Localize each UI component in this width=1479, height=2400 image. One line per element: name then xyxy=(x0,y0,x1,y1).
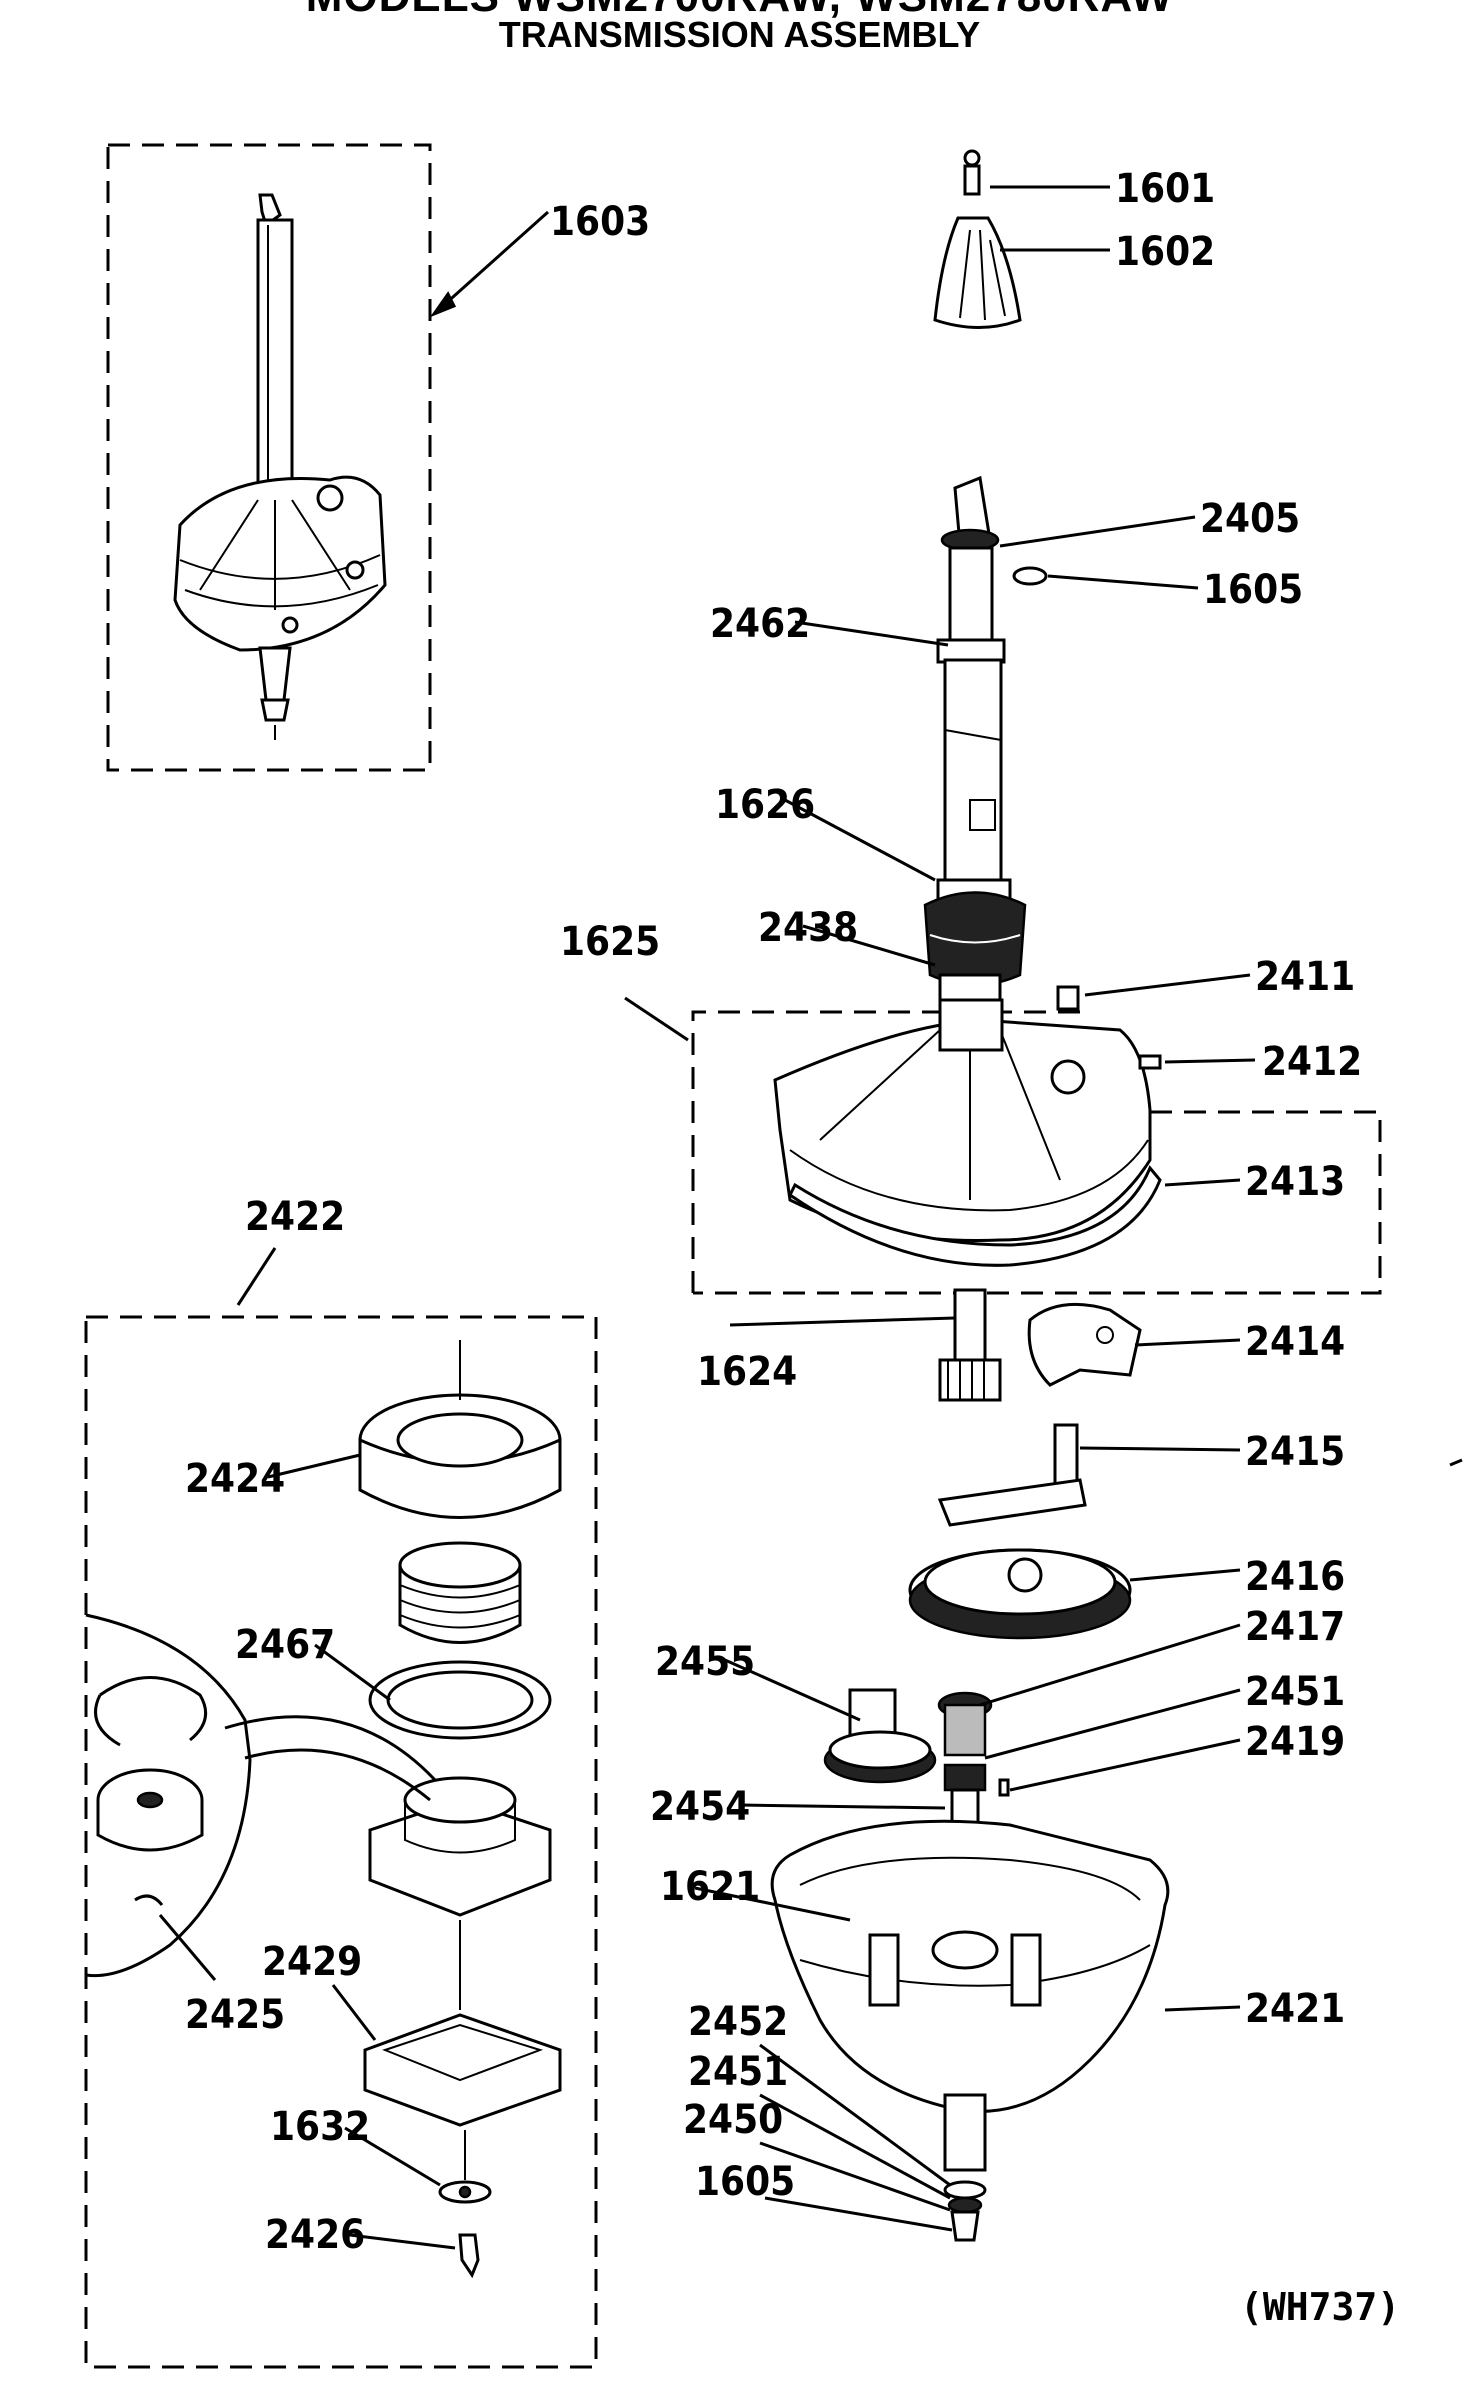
leader-1603 xyxy=(432,210,550,316)
label-1605a: 1605 xyxy=(1203,567,1303,613)
label-2438: 2438 xyxy=(758,905,858,951)
label-2415: 2415 xyxy=(1245,1429,1345,1475)
crank-2415 xyxy=(937,1423,1087,1527)
leader-2454 xyxy=(739,1803,946,1810)
leader-2414 xyxy=(1134,1338,1241,1347)
label-1601: 1601 xyxy=(1115,166,1215,212)
leader-2451a xyxy=(984,1688,1241,1760)
label-1603: 1603 xyxy=(550,199,650,245)
label-2417: 2417 xyxy=(1245,1604,1345,1650)
models-heading: MODELS WSM2700RAW, WSM2780RAW xyxy=(0,0,1479,22)
leader-2451b xyxy=(759,2093,951,2200)
leader-1605b xyxy=(764,2196,953,2232)
leader-2413 xyxy=(1164,1178,1241,1187)
label-2412: 2412 xyxy=(1262,1039,1362,1085)
idler-gear-2455 xyxy=(823,1688,937,1784)
label-2419: 2419 xyxy=(1245,1719,1345,1765)
leader-1632 xyxy=(344,2126,441,2187)
leader-2405 xyxy=(999,515,1196,548)
label-2429: 2429 xyxy=(262,1939,362,1985)
leader-2429 xyxy=(331,1984,377,2041)
leader-2419 xyxy=(1009,1738,1241,1792)
leader-2417 xyxy=(979,1623,1241,1707)
label-2405: 2405 xyxy=(1200,496,1300,542)
label-1602: 1602 xyxy=(1115,229,1215,275)
leader-1624 xyxy=(729,1316,956,1327)
label-1625: 1625 xyxy=(560,919,660,965)
leader-1605a xyxy=(1047,574,1199,590)
agitator-cap-1602 xyxy=(933,216,1022,329)
gear-case-2421 xyxy=(770,1819,1170,2242)
group-box-2422 xyxy=(84,1315,598,2369)
label-2451a: 2451 xyxy=(1245,1669,1345,1715)
transmission-cover-1625 xyxy=(773,985,1162,1267)
agitator-shaft-assembly xyxy=(923,475,1048,1022)
label-2411: 2411 xyxy=(1255,954,1355,1000)
label-1626: 1626 xyxy=(715,782,815,828)
label-1621: 1621 xyxy=(660,1864,760,1910)
leader-1625 xyxy=(624,996,689,1042)
complete-transmission-1603 xyxy=(173,193,387,740)
label-2425: 2425 xyxy=(185,1992,285,2038)
label-1632: 1632 xyxy=(270,2104,370,2150)
leader-2438 xyxy=(802,924,936,967)
leader-2425 xyxy=(158,1914,217,1981)
label-2451b: 2451 xyxy=(688,2049,788,2095)
label-2414: 2414 xyxy=(1245,1319,1345,1365)
label-1605b: 1605 xyxy=(695,2159,795,2205)
label-2462: 2462 xyxy=(710,601,810,647)
leader-2452 xyxy=(759,2043,951,2187)
segment-gear-2414 xyxy=(1027,1302,1142,1387)
seal-kit-2422 xyxy=(358,1340,562,2279)
label-2450: 2450 xyxy=(683,2097,783,2143)
group-box-1625 xyxy=(691,1010,1382,1295)
leader-2467 xyxy=(314,1643,391,1702)
label-2421: 2421 xyxy=(1245,1986,1345,2032)
leader-2455 xyxy=(724,1658,861,1722)
label-2454: 2454 xyxy=(650,1784,750,1830)
label-2467: 2467 xyxy=(235,1622,335,1668)
leader-2415 xyxy=(1079,1446,1241,1452)
label-1624: 1624 xyxy=(697,1349,797,1395)
leader-2411 xyxy=(1084,973,1251,997)
leader-2421 xyxy=(1164,2005,1241,2012)
label-2455: 2455 xyxy=(655,1639,755,1685)
label-2426: 2426 xyxy=(265,2212,365,2258)
label-2424: 2424 xyxy=(185,1456,285,1502)
label-2416: 2416 xyxy=(1245,1554,1345,1600)
leader-2424 xyxy=(267,1453,361,1479)
leader-1626 xyxy=(784,798,936,882)
stray-mark xyxy=(1449,1458,1463,1467)
label-2422: 2422 xyxy=(245,1194,345,1240)
leader-2416 xyxy=(1129,1568,1241,1582)
pinion-shaft-1624 xyxy=(938,1288,1002,1402)
leader-1621 xyxy=(694,1886,851,1922)
leader-2462 xyxy=(794,620,949,647)
label-2452: 2452 xyxy=(688,1999,788,2045)
agitator-cap-nut-1601 xyxy=(963,149,981,196)
diagram-code: (WH737) xyxy=(1240,2285,1400,2329)
leader-2412 xyxy=(1164,1058,1256,1064)
seal-detail-callout xyxy=(85,1613,437,1978)
leader-2450 xyxy=(759,2141,951,2212)
group-box-1603 xyxy=(106,143,432,772)
diagram-title: TRANSMISSION ASSEMBLY xyxy=(498,14,981,55)
leader-2426 xyxy=(349,2233,456,2250)
leader-2422 xyxy=(236,1247,277,1306)
drive-gear-2416 xyxy=(908,1548,1132,1640)
label-2413: 2413 xyxy=(1245,1159,1345,1205)
